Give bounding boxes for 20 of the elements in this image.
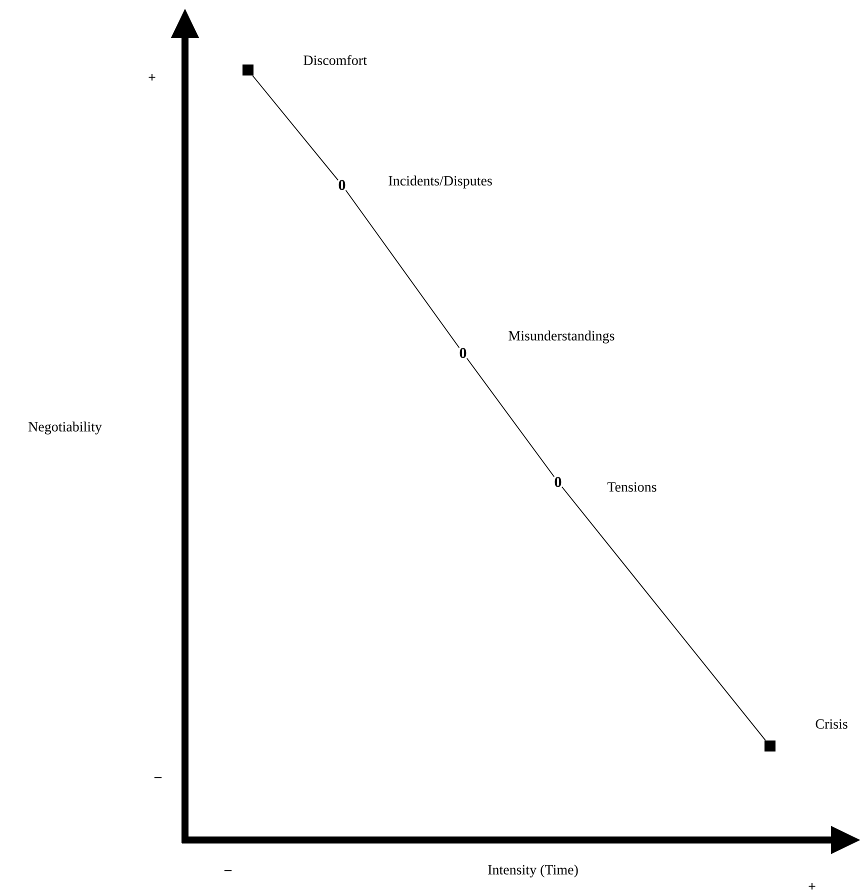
stage-label: Crisis [816, 719, 848, 729]
connecting-line [345, 190, 460, 348]
stage-label: Discomfort [304, 55, 367, 65]
axis-label: Intensity (Time) [488, 864, 578, 878]
axis-sign: + [808, 883, 816, 890]
square-marker [764, 740, 776, 752]
connecting-line [252, 75, 338, 181]
stage-label: Misunderstandings [508, 330, 614, 344]
stage-label: Tensions [607, 482, 656, 492]
square-marker [242, 64, 254, 76]
connecting-line [466, 358, 555, 478]
stage-label: Incidents/Disputes [388, 176, 492, 188]
axis-sign: + [148, 74, 156, 81]
axis-label: Negotiability [28, 422, 102, 434]
point-marker: 0 [460, 348, 466, 358]
axis-sign: – [154, 777, 162, 778]
point-marker: 0 [338, 180, 346, 190]
connecting-line [562, 486, 766, 741]
point-marker: 0 [554, 476, 562, 488]
axis-sign: – [224, 870, 232, 872]
